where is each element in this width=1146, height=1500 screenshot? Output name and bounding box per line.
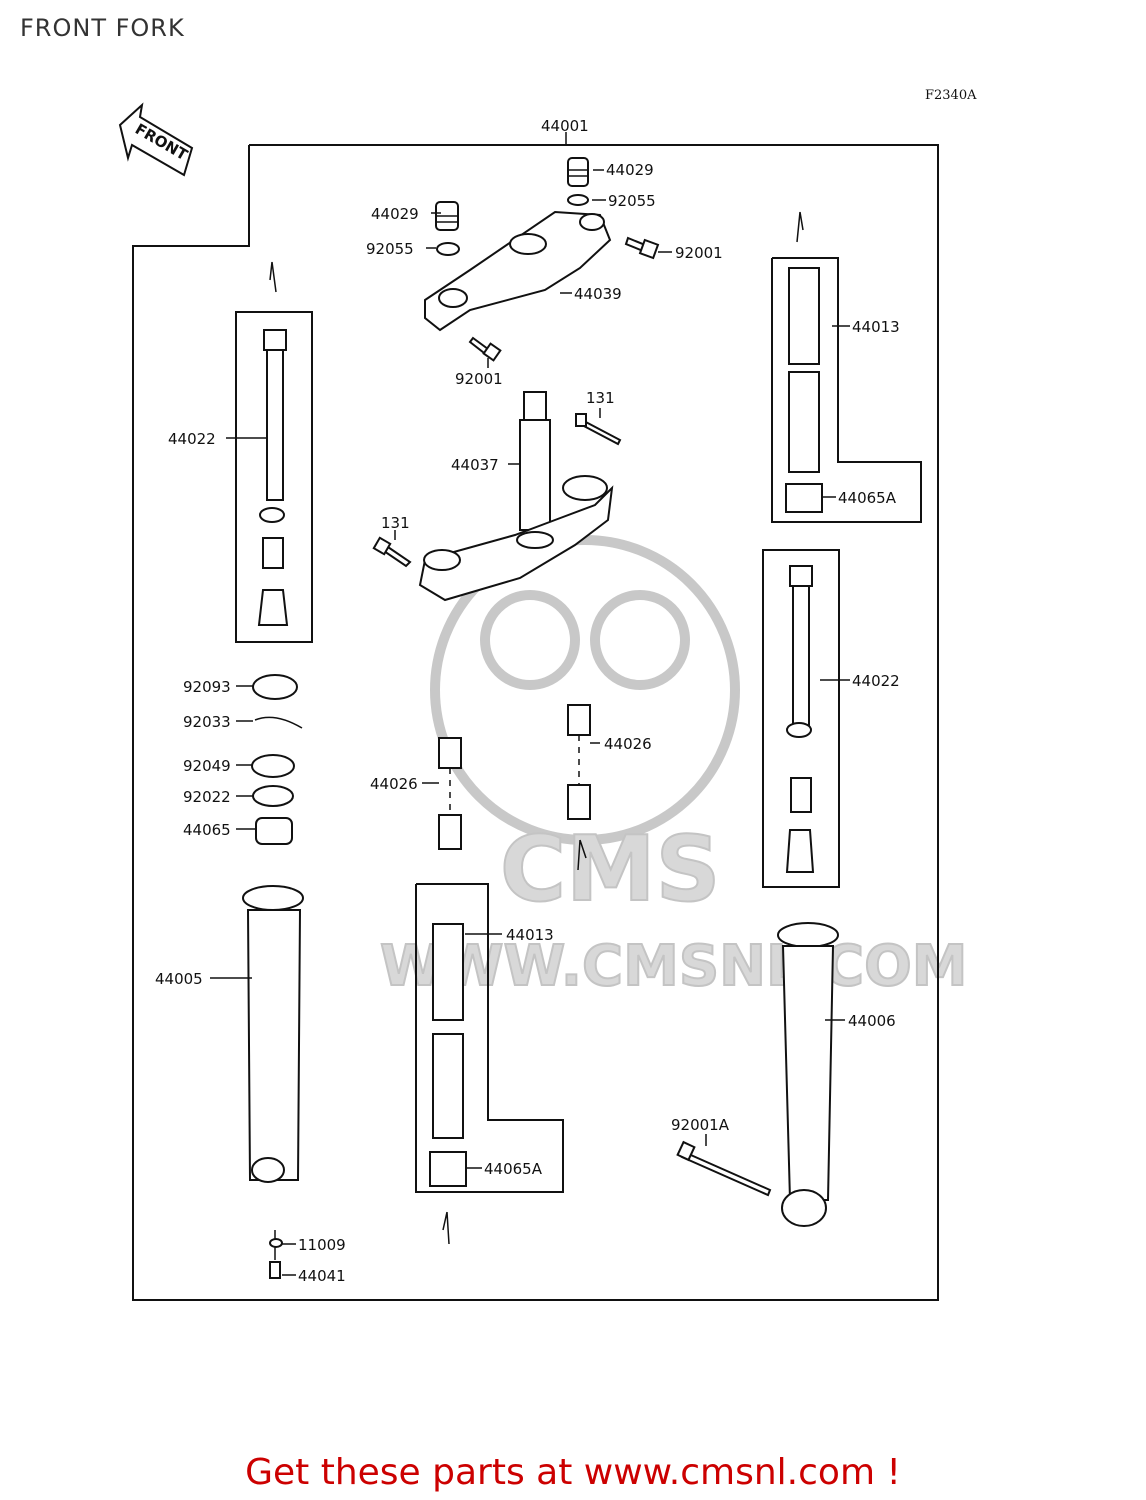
label-44022-left: 44022	[168, 430, 216, 448]
leader-lines	[210, 169, 850, 1276]
label-131-left: 131	[381, 514, 410, 532]
watermark-brand: CMS	[500, 817, 720, 922]
part-labels: 44001 44029 92055 44029 92055 92001 4403…	[155, 117, 900, 1285]
front-arrow-icon: FRONT	[118, 102, 194, 177]
fork-tube-left-parts	[257, 329, 289, 626]
label-44065A-center: 44065A	[484, 1160, 543, 1178]
label-92001-lower: 92001	[455, 370, 503, 388]
watermark: CMS WWW.CMSNL.COM	[379, 535, 968, 1000]
inner-tube-box-center	[415, 883, 564, 1193]
label-92049: 92049	[183, 757, 231, 775]
label-44022-right: 44022	[852, 672, 900, 690]
label-44026-left: 44026	[370, 775, 418, 793]
outer-tube-left	[242, 885, 304, 1279]
label-44013-right: 44013	[852, 318, 900, 336]
label-44039: 44039	[574, 285, 622, 303]
inner-tube-center	[429, 923, 467, 1187]
fork-tube-right-parts	[785, 565, 815, 873]
label-92055-right: 92055	[608, 192, 656, 210]
bolt-131-left	[372, 536, 412, 568]
label-44005: 44005	[155, 970, 203, 988]
label-92033: 92033	[183, 713, 231, 731]
label-44013-center: 44013	[506, 926, 554, 944]
label-44029-left: 44029	[371, 205, 419, 223]
spring-left	[438, 737, 462, 850]
bolt-131-right	[575, 413, 622, 446]
label-92055-left: 92055	[366, 240, 414, 258]
stem-lower-bracket	[418, 391, 614, 602]
label-44029-right: 44029	[606, 161, 654, 179]
page-title: FRONT FORK	[20, 14, 185, 42]
inner-tube-right	[785, 267, 823, 513]
label-44006: 44006	[848, 1012, 896, 1030]
label-44041: 44041	[298, 1267, 346, 1285]
upper-bracket	[424, 210, 612, 332]
label-92001A: 92001A	[671, 1116, 730, 1134]
watermark-url: WWW.CMSNL.COM	[380, 934, 967, 999]
spring-right	[567, 704, 591, 820]
inner-tube-box-right	[771, 257, 922, 523]
footer-link[interactable]: Get these parts at www.cmsnl.com !	[245, 1452, 901, 1493]
seal-stack	[251, 674, 303, 845]
label-131-right: 131	[586, 389, 615, 407]
bolt-upper-clamp	[624, 236, 660, 260]
label-11009: 11009	[298, 1236, 346, 1254]
outer-tube-right	[676, 922, 839, 1227]
label-44037: 44037	[451, 456, 499, 474]
assembly-outline	[132, 144, 939, 1301]
label-92001-upper: 92001	[675, 244, 723, 262]
cap-bolt-left	[435, 201, 460, 256]
label-44001: 44001	[541, 117, 589, 135]
label-92093: 92093	[183, 678, 231, 696]
diagram-code: F2340A	[925, 88, 977, 103]
bolt-upper-pinch	[468, 336, 502, 362]
label-44026-right: 44026	[604, 735, 652, 753]
label-92022: 92022	[183, 788, 231, 806]
fork-tube-box-left	[235, 311, 313, 643]
label-44065: 44065	[183, 821, 231, 839]
cap-bolt-right	[567, 157, 589, 206]
label-44065A-right: 44065A	[838, 489, 897, 507]
fork-tube-box-right	[762, 549, 840, 888]
